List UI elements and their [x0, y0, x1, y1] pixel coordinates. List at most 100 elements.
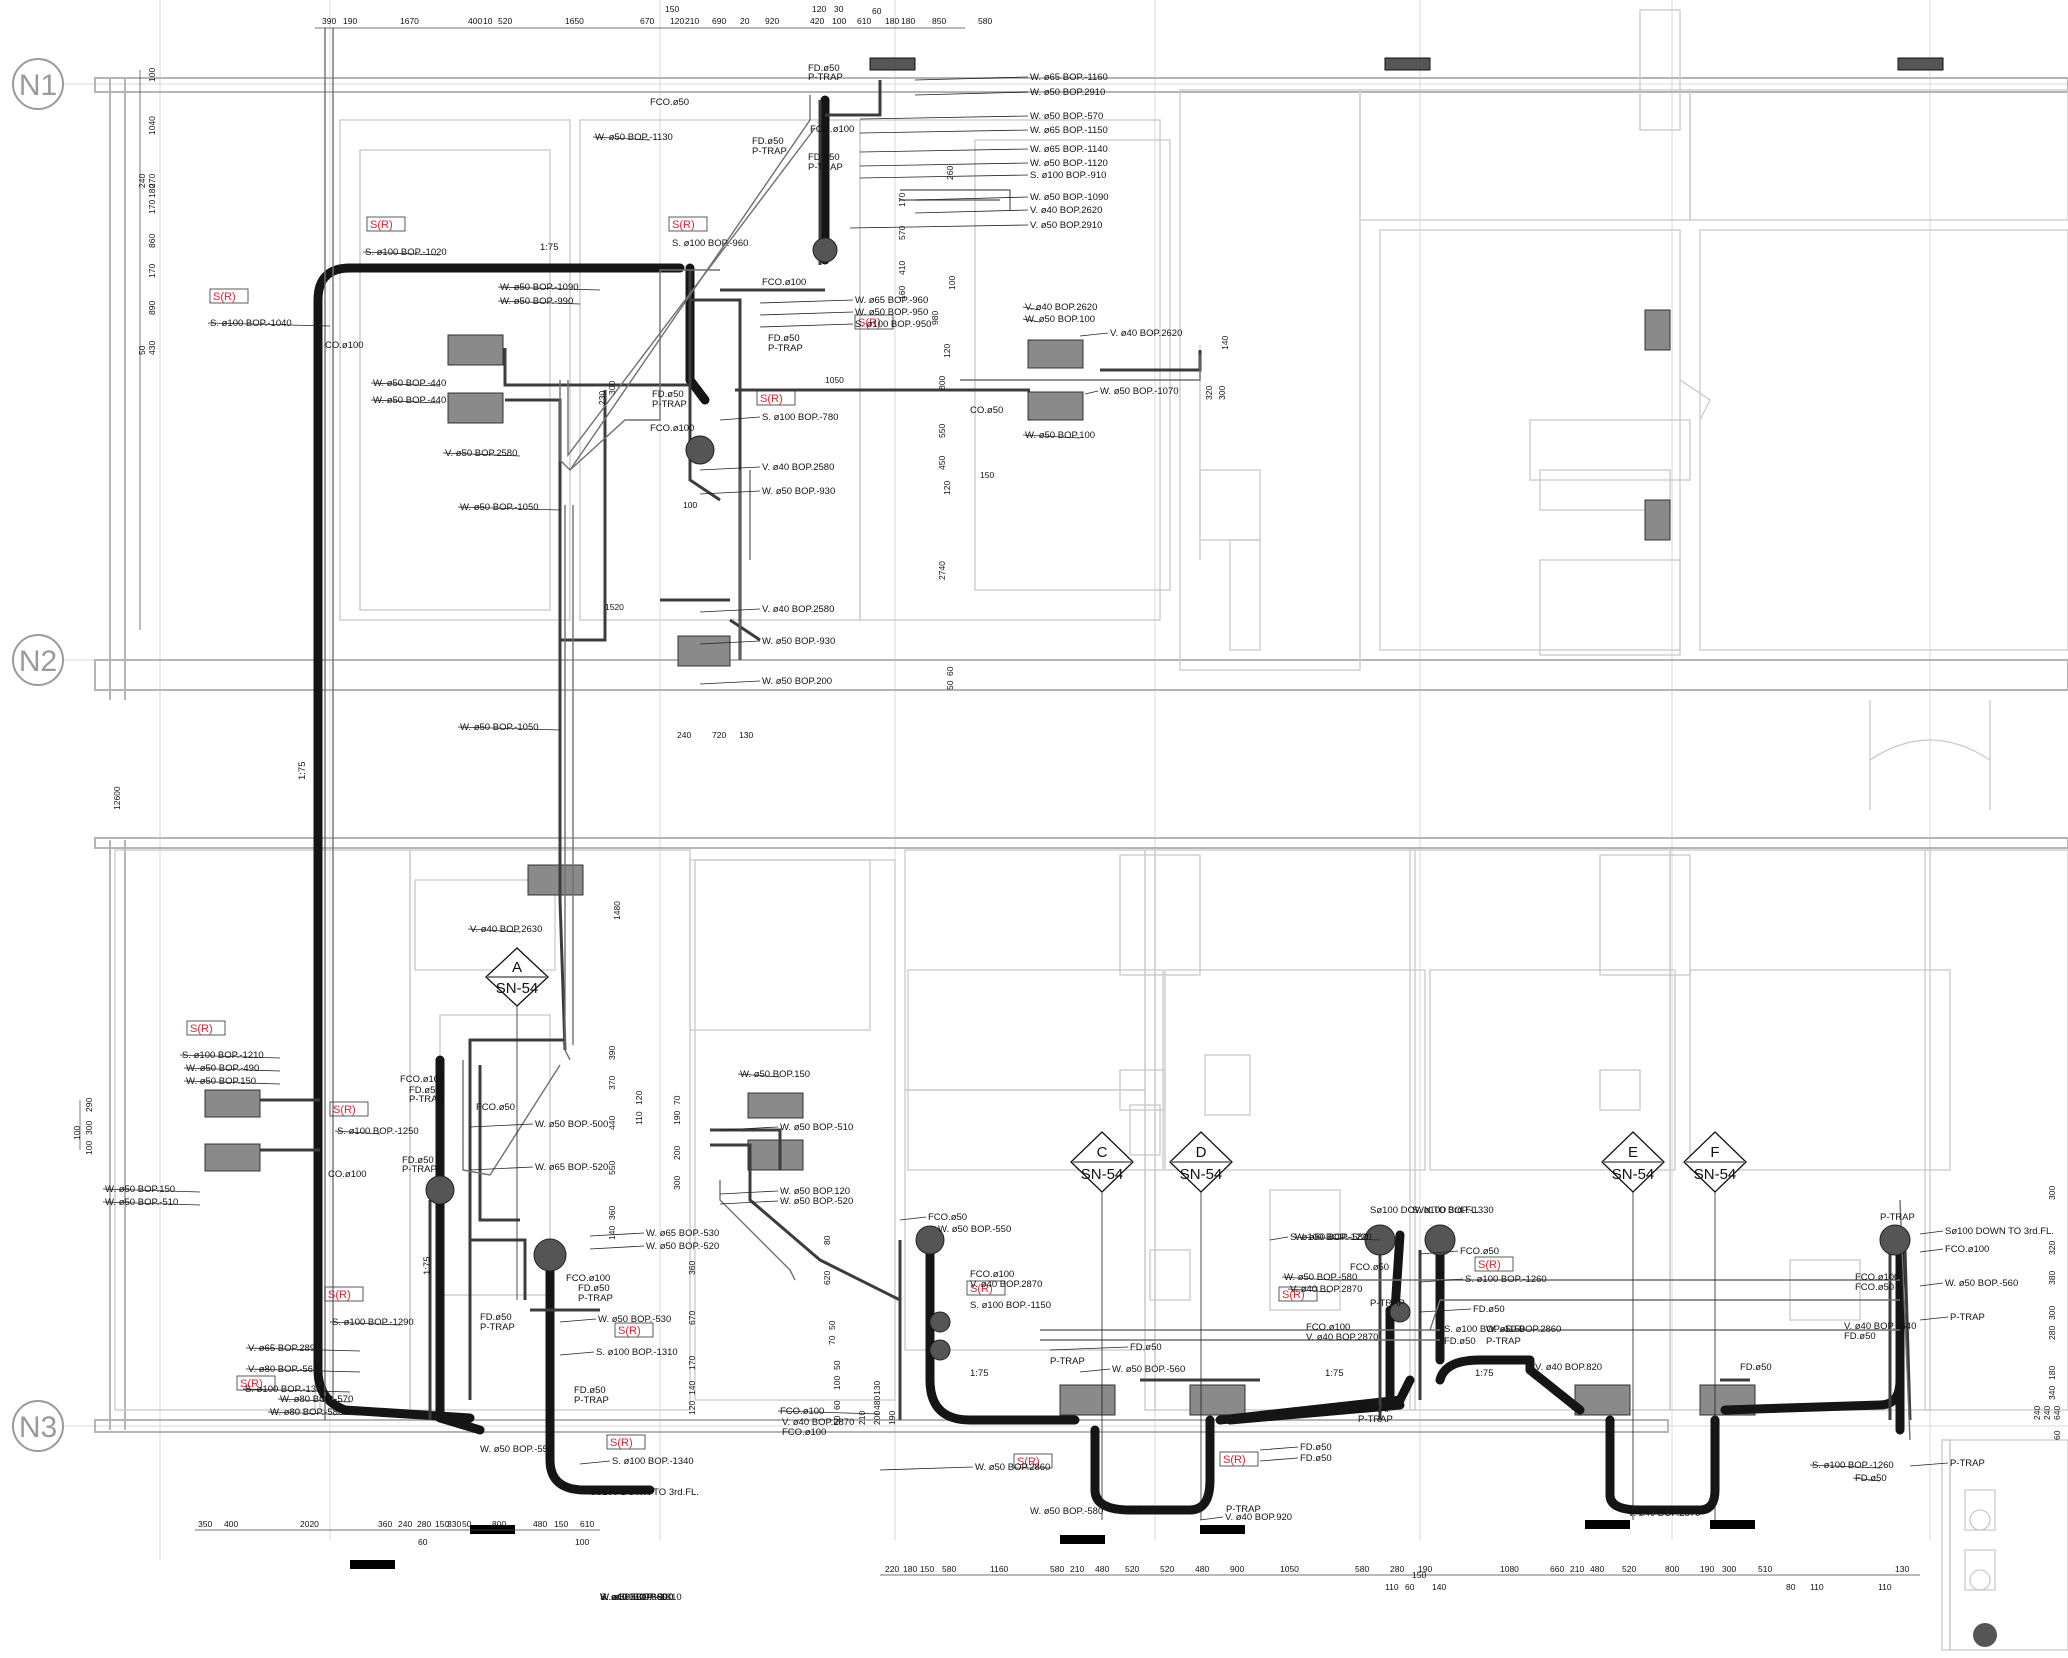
pipe-label-4: W. ø65 BOP.-1140 — [1030, 144, 1108, 155]
dim-misc-65: 240 — [2032, 1406, 2042, 1420]
dim-left-9: 50 — [137, 345, 147, 355]
slope-0: 1:75 — [540, 242, 559, 253]
pipe-label-39: S. ø100 BOP.-780 — [762, 412, 838, 423]
dim-top-19: 610 — [857, 16, 871, 26]
dim-br-6: 210 — [1070, 1564, 1084, 1574]
dim-br-17: 60 — [1405, 1582, 1415, 1592]
pipe-label-47: V. ø40 BOP.2580 — [762, 604, 834, 615]
pipe-label-33: V. ø40 BOP.2620 — [1110, 328, 1182, 339]
section-marker-e: E SN-54 — [1601, 1131, 1665, 1520]
dim-top-20: 180 — [885, 16, 899, 26]
pipe-label-145: V. ø40 BOP.860 — [600, 1592, 667, 1603]
pipe-label-126: P-TRAP — [1358, 1404, 1393, 1415]
pipe-label-55: FCO.ø100 — [400, 1074, 444, 1085]
dim-misc-64: 340 — [2047, 1386, 2057, 1400]
dim-bl-0: 350 — [198, 1519, 212, 1529]
section-marker-d: D SN-54 — [1169, 1131, 1233, 1520]
dim-misc-56: 480 — [872, 1396, 882, 1410]
pipe-label-35: W. ø50 BOP.-440 — [373, 395, 446, 406]
dim-bl-12: 610 — [580, 1519, 594, 1529]
pipe-label-123: P-TRAP — [1486, 1336, 1521, 1347]
pipe-label-124: FD.ø50 — [1300, 1442, 1332, 1453]
pipe-label-18: P-TRAP — [808, 162, 843, 173]
dim-top-15: 30 — [834, 4, 844, 14]
dim-br-10: 480 — [1195, 1564, 1209, 1574]
dim-misc-11: 720 — [712, 730, 726, 740]
pipe-label-8: V. ø40 BOP.2620 — [1030, 205, 1102, 216]
pipe-label-136: W. ø50 BOP.-560 — [1945, 1278, 2018, 1289]
dim-misc-48: 70 — [827, 1335, 837, 1345]
pipe-label-23: W. ø50 BOP.-1090 — [500, 282, 579, 293]
dim-left-12: 290 — [84, 1098, 94, 1112]
pipe-label-127: P-TRAP — [1358, 1414, 1393, 1425]
pipe-label-38: FCO.ø100 — [650, 423, 694, 434]
dim-br-5: 580 — [1050, 1564, 1064, 1574]
pipe-label-9: V. ø50 BOP.2910 — [1030, 220, 1102, 231]
pipe-label-128: V. ø40 BOP.2870 — [1628, 1508, 1700, 1519]
pipe-label-41: CO.ø50 — [970, 405, 1003, 416]
dim-top-22: 850 — [932, 16, 946, 26]
dim-misc-68: 60 — [2052, 1430, 2062, 1440]
dim-misc-0: 1050 — [825, 375, 844, 385]
pipe-label-105: P-TRAP — [1226, 1504, 1261, 1515]
dim-left-6: 860 — [147, 234, 157, 248]
dim-br-16: 110 — [1385, 1582, 1399, 1592]
dim-bl-6: 150 — [435, 1519, 449, 1529]
pipe-label-1: W. ø50 BOP.2910 — [1030, 87, 1105, 98]
sr-tag-10: S(R) — [610, 1437, 633, 1449]
dim-misc-43: 670 — [687, 1311, 697, 1325]
pipe-label-37: P-TRAP — [652, 399, 687, 410]
section-f-letter: F — [1710, 1144, 1719, 1161]
dim-br-20: 1080 — [1500, 1564, 1519, 1574]
dim-misc-67: 640 — [2052, 1406, 2062, 1420]
pipe-label-16: FCO.ø100 — [810, 124, 854, 135]
dim-top-6: 1650 — [565, 16, 584, 26]
grid-bubble-n2: N2 — [12, 634, 64, 686]
dim-top-14: 120 — [812, 4, 826, 14]
pipe-label-104: FD.ø50 — [1110, 1504, 1142, 1515]
pipe-label-10: FD.ø50 — [808, 63, 840, 74]
dim-misc-2: 800 — [937, 376, 947, 390]
dim-br-3: 580 — [942, 1564, 956, 1574]
pipe-label-19: S. ø100 BOP.-1020 — [365, 247, 447, 258]
dim-misc-14: 50 — [945, 680, 955, 690]
dim-left-10: 430 — [147, 341, 157, 355]
pipe-label-80: P-TRAP — [480, 1322, 515, 1333]
pipe-label-134: FCO.ø100 — [1855, 1272, 1899, 1283]
dim-top-17: 100 — [832, 16, 846, 26]
pipe-label-99: FCO.ø100 — [780, 1406, 824, 1417]
dim-bl-10: 480 — [533, 1519, 547, 1529]
pipe-label-139: P-TRAP — [1950, 1312, 1985, 1323]
dim-top-16: 420 — [810, 16, 824, 26]
pipe-label-26: W. ø65 BOP.-960 — [855, 295, 928, 306]
pipe-label-42: W. ø50 BOP.100 — [1025, 430, 1095, 441]
pipe-label-24: W. ø50 BOP.-990 — [500, 296, 573, 307]
section-c-ref: SN-54 — [1081, 1166, 1124, 1183]
dim-br-26: 190 — [1700, 1564, 1714, 1574]
sr-tags: S(R)S(R)S(R)S(R)S(R)S(R)S(R)S(R)S(R)S(R)… — [186, 216, 1514, 1469]
dim-br-32: 130 — [1895, 1564, 1909, 1574]
pipe-label-133: FCO.ø100 — [1945, 1244, 1989, 1255]
dim-bl-9: 800 — [492, 1519, 506, 1529]
pipe-label-6: S. ø100 BOP.-910 — [1030, 170, 1106, 181]
pipe-label-118: FD.ø50 — [1473, 1304, 1505, 1315]
dim-misc-52: 50 — [832, 1415, 842, 1425]
dim-br-30: 110 — [1810, 1582, 1824, 1592]
dim-misc-12: 130 — [739, 730, 753, 740]
pipe-label-51: V. ø40 BOP.2630 — [470, 924, 542, 935]
dim-misc-1: 120 — [942, 344, 952, 358]
sr-tag-9: S(R) — [618, 1325, 641, 1337]
dim-misc-37: 190 — [672, 1111, 682, 1125]
dim-misc-58: 300 — [2047, 1186, 2057, 1200]
pipe-label-60: W. ø50 BOP.-500 — [535, 1119, 608, 1130]
pipe-label-62: P-TRAP — [402, 1164, 437, 1175]
dim-misc-36: 70 — [672, 1095, 682, 1105]
dim-bl-7: 330 — [447, 1519, 461, 1529]
dim-misc-63: 180 — [2047, 1366, 2057, 1380]
pipe-label-140: S. ø100 BOP.-1260 — [1812, 1460, 1894, 1471]
dim-br-15: 190 — [1418, 1564, 1432, 1574]
pipe-label-87: W. ø50 BOP.150 — [740, 1069, 810, 1080]
